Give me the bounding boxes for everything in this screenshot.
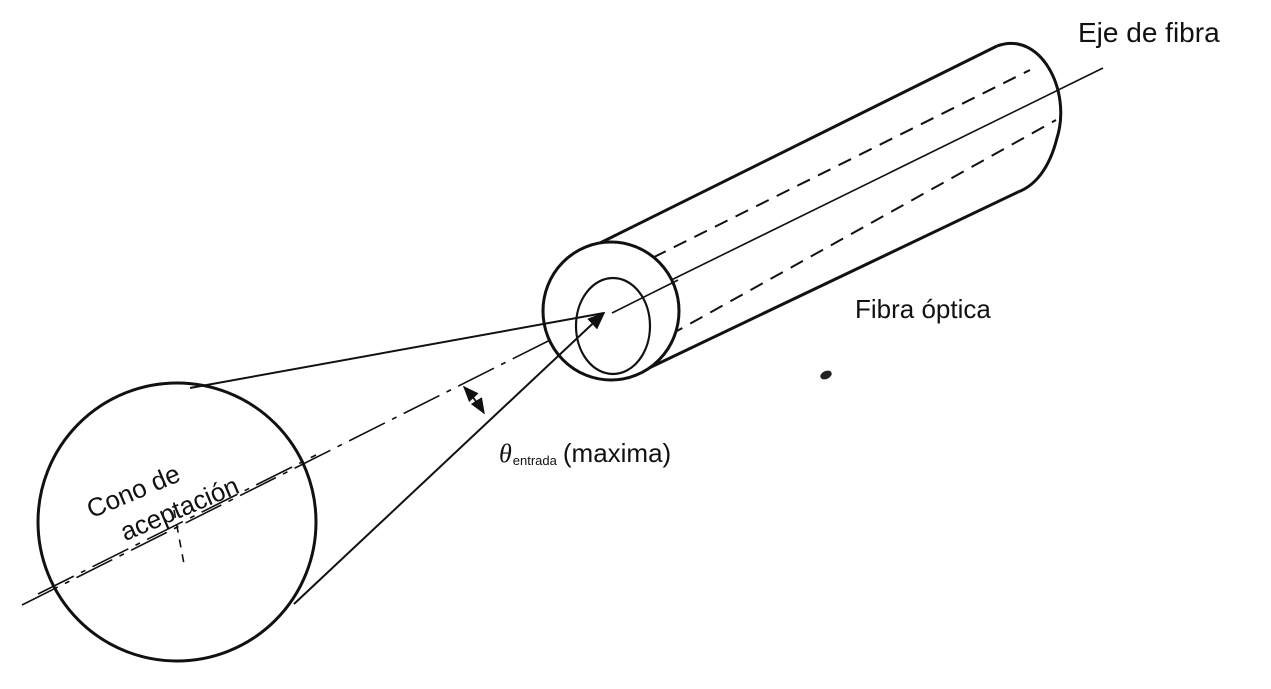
ink-spot	[820, 370, 832, 380]
acceptance-cone-lines	[189, 311, 606, 605]
theta-entrada-label: θentrada (maxima)	[499, 438, 671, 468]
acceptance-cone-circle	[36, 381, 318, 663]
optical-fiber-label: Fibra óptica	[855, 294, 991, 324]
theta-subscript: entrada	[513, 453, 558, 468]
angle-indicator	[462, 385, 485, 415]
fiber-axis-label: Eje de fibra	[1078, 17, 1220, 48]
acceptance-cone-label: Cono de aceptación	[82, 458, 243, 547]
fiber-front-face	[541, 240, 681, 382]
theta-symbol: θ	[499, 439, 512, 468]
theta-suffix: (maxima)	[563, 438, 671, 468]
optical-fiber-cylinder	[599, 42, 1063, 380]
fiber-axis-line	[21, 67, 1104, 606]
